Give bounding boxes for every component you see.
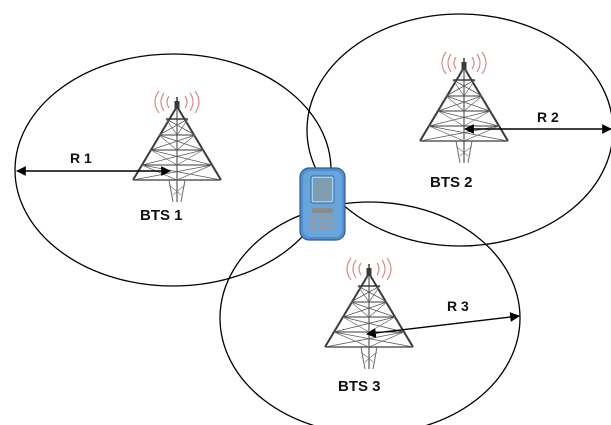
cell-1-radius-label: R 1 (70, 150, 92, 166)
cell-3-station-label: BTS 3 (338, 378, 381, 395)
radio-tower-icon (419, 51, 509, 164)
cell-2-coverage-circle (306, 13, 611, 247)
mobile-phone-icon (299, 167, 346, 241)
cell-2-radius-label: R 2 (537, 109, 559, 125)
radio-tower-icon (324, 257, 414, 370)
radio-tower-icon (132, 90, 222, 203)
cell-3-radius-label: R 3 (447, 298, 469, 314)
cell-1-station-label: BTS 1 (140, 207, 183, 224)
cell-3-tower (324, 257, 414, 370)
cell-3-radius-arrow (366, 312, 520, 338)
cell-1-coverage-circle (14, 53, 332, 287)
cell-3-coverage-circle (219, 201, 521, 425)
cell-2-tower (419, 51, 509, 164)
cell-1-tower (132, 90, 222, 203)
cell-2-station-label: BTS 2 (430, 174, 473, 191)
